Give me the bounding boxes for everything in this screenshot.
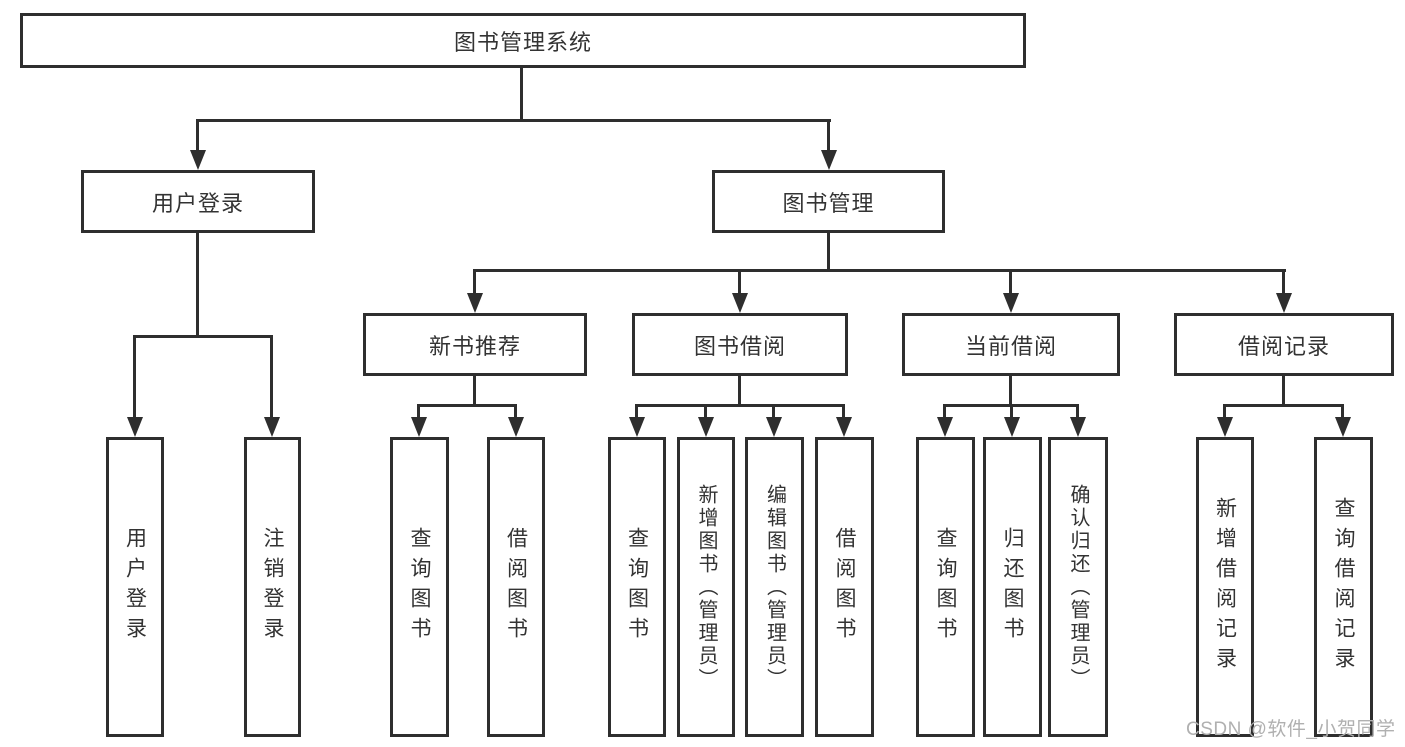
arrow-borrow-leaf1-icon (629, 417, 645, 437)
leaf-current-query-books-label: 查询图书 (934, 527, 957, 647)
arrow-user-login-icon (190, 150, 206, 170)
connector-borrow-leaf4-stem (842, 404, 845, 419)
node-book-management: 图书管理 (712, 170, 945, 233)
leaf-current-confirm-return-admin: 确认归还（管理员） (1048, 437, 1108, 737)
node-root-label: 图书管理系统 (453, 29, 592, 55)
arrow-recommend-icon (467, 293, 483, 313)
leaf-recommend-borrow-books: 借阅图书 (487, 437, 545, 737)
leaf-borrow-borrow-books-label: 借阅图书 (833, 527, 856, 647)
connector-current-down (1009, 376, 1012, 406)
connector-root-stub (520, 66, 523, 121)
connector-records-stem (1282, 269, 1285, 296)
arrow-current-leaf2-icon (1004, 417, 1020, 437)
connector-user-login-down (196, 233, 199, 337)
leaf-borrow-add-books-admin-label: 新增图书（管理员） (695, 483, 717, 691)
connector-recommend-stem (473, 269, 476, 296)
node-current-borrow-label: 当前借阅 (964, 333, 1057, 359)
leaf-current-confirm-return-admin-label: 确认归还（管理员） (1067, 483, 1089, 691)
leaf-recommend-borrow-books-label: 借阅图书 (504, 527, 528, 647)
connector-user-login-bar (133, 335, 273, 338)
node-borrow-records: 借阅记录 (1174, 313, 1394, 376)
leaf-current-query-books: 查询图书 (916, 437, 975, 737)
connector-borrow-stem (738, 269, 741, 296)
connector-book-management-stem (827, 119, 830, 152)
connector-recommend-bar (417, 404, 517, 407)
node-current-borrow: 当前借阅 (902, 313, 1120, 376)
node-book-borrow: 图书借阅 (632, 313, 848, 376)
leaf-user-login-label: 用户登录 (123, 527, 147, 647)
connector-leaf-logout-stem (270, 335, 273, 419)
arrow-recommend-leaf1-icon (411, 417, 427, 437)
connector-recommend-leaf1-stem (417, 404, 420, 419)
leaf-borrow-borrow-books: 借阅图书 (815, 437, 874, 737)
node-borrow-records-label: 借阅记录 (1237, 333, 1330, 359)
arrow-leaf-login-icon (127, 417, 143, 437)
arrow-records-leaf2-icon (1335, 417, 1351, 437)
leaf-records-query-record-label: 查询借阅记录 (1332, 497, 1355, 677)
leaf-current-return-books-label: 归还图书 (1001, 527, 1024, 647)
connector-borrow-bar (635, 404, 845, 407)
connector-recommend-leaf2-stem (514, 404, 517, 419)
leaf-borrow-edit-books-admin-label: 编辑图书（管理员） (763, 483, 786, 691)
arrow-book-management-icon (821, 150, 837, 170)
arrow-records-leaf1-icon (1217, 417, 1233, 437)
arrow-recommend-leaf2-icon (508, 417, 524, 437)
connector-level2-bar (197, 119, 831, 122)
node-user-login-label: 用户登录 (151, 190, 244, 216)
leaf-borrow-query-books: 查询图书 (608, 437, 666, 737)
connector-borrow-leaf2-stem (704, 404, 707, 419)
leaf-records-add-record: 新增借阅记录 (1196, 437, 1254, 737)
arrow-current-leaf3-icon (1070, 417, 1086, 437)
leaf-logout-label: 注销登录 (261, 527, 284, 647)
leaf-borrow-edit-books-admin: 编辑图书（管理员） (745, 437, 804, 737)
arrow-borrow-leaf4-icon (836, 417, 852, 437)
arrow-current-leaf1-icon (937, 417, 953, 437)
connector-current-stem (1009, 269, 1012, 296)
connector-book-management-down (827, 233, 830, 272)
arrow-borrow-leaf3-icon (766, 417, 782, 437)
leaf-recommend-query-books: 查询图书 (390, 437, 449, 737)
node-new-book-recommend: 新书推荐 (363, 313, 587, 376)
arrow-borrow-icon (732, 293, 748, 313)
connector-borrow-leaf1-stem (635, 404, 638, 419)
leaf-records-query-record: 查询借阅记录 (1314, 437, 1373, 737)
node-new-book-recommend-label: 新书推荐 (428, 333, 521, 359)
connector-current-leaf2-stem (1010, 404, 1013, 419)
connector-records-bar (1223, 404, 1344, 407)
leaf-logout: 注销登录 (244, 437, 301, 737)
connector-current-leaf1-stem (943, 404, 946, 419)
arrow-borrow-leaf2-icon (698, 417, 714, 437)
node-book-management-label: 图书管理 (782, 190, 875, 216)
leaf-current-return-books: 归还图书 (983, 437, 1042, 737)
leaf-borrow-query-books-label: 查询图书 (625, 527, 649, 647)
leaf-records-add-record-label: 新增借阅记录 (1213, 497, 1237, 677)
connector-borrow-down (738, 376, 741, 406)
connector-borrow-leaf3-stem (772, 404, 775, 419)
node-book-borrow-label: 图书借阅 (693, 333, 786, 359)
arrow-current-icon (1003, 293, 1019, 313)
node-user-login: 用户登录 (81, 170, 315, 233)
connector-records-down (1282, 376, 1285, 406)
leaf-user-login: 用户登录 (106, 437, 164, 737)
connector-leaf-login-stem (133, 335, 136, 419)
connector-recommend-down (473, 376, 476, 406)
arrow-records-icon (1276, 293, 1292, 313)
leaf-recommend-query-books-label: 查询图书 (408, 527, 431, 647)
csdn-watermark: CSDN @软件_小贺同学 (1186, 719, 1396, 740)
leaf-borrow-add-books-admin: 新增图书（管理员） (677, 437, 735, 737)
connector-level3-bar (473, 269, 1286, 272)
connector-records-leaf1-stem (1223, 404, 1226, 419)
connector-current-leaf3-stem (1076, 404, 1079, 419)
arrow-leaf-logout-icon (264, 417, 280, 437)
connector-records-leaf2-stem (1341, 404, 1344, 419)
node-root: 图书管理系统 (20, 13, 1026, 68)
connector-user-login-stem (196, 119, 199, 152)
